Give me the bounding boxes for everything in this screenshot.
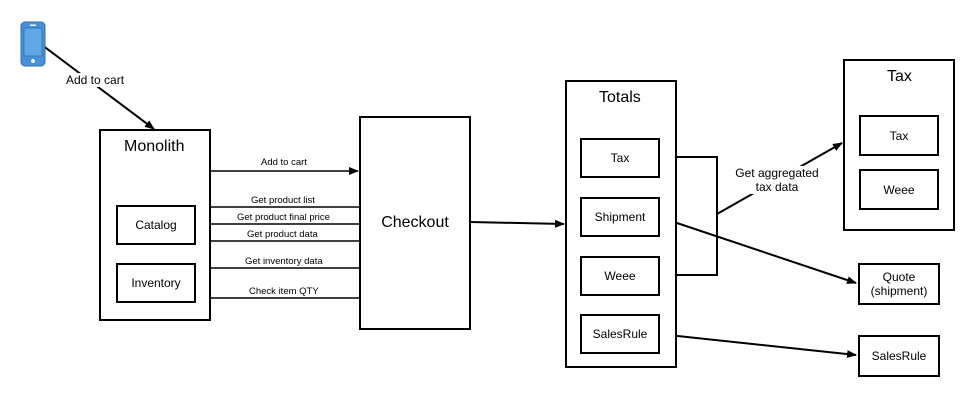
tax-tax-box: Tax <box>859 115 939 156</box>
totals-tax-box: Tax <box>580 138 660 178</box>
inventory-label: Inventory <box>131 276 181 290</box>
checkout-label: Checkout <box>381 214 449 231</box>
checkout-box: Checkout <box>359 116 471 330</box>
edge-label-get-product-list: Get product list <box>250 195 316 206</box>
tax-weee-label: Weee <box>883 182 915 197</box>
totals-salesrule-box: SalesRule <box>580 314 660 354</box>
quote-label-line1: Quote <box>882 270 916 284</box>
tax-group-title: Tax <box>887 68 912 85</box>
edge-label-aggregated-line1: Get aggregated <box>735 166 819 180</box>
edge-label-get-inventory-data: Get inventory data <box>244 256 324 267</box>
edge-tax-bracket <box>659 156 718 276</box>
monolith-title: Monolith <box>124 138 185 155</box>
edge-label-aggregated-line2: tax data <box>755 180 799 194</box>
totals-tax-label: Tax <box>610 151 630 165</box>
totals-salesrule-label: SalesRule <box>592 327 648 341</box>
edge-shipment-to-quote <box>658 216 857 284</box>
edge-label-get-product-data: Get product data <box>246 229 319 240</box>
edge-salesrule-to-salesrule <box>658 333 857 359</box>
edge-label-check-item-qty: Check item QTY <box>248 286 320 297</box>
edge-phone-to-monolith <box>41 44 155 130</box>
edge-label-get-product-final-price: Get product final price <box>236 212 331 223</box>
quote-label-line2: (shipment) <box>870 284 928 298</box>
catalog-label: Catalog <box>135 218 177 232</box>
totals-shipment-label: Shipment <box>594 210 646 224</box>
tax-weee-box: Weee <box>859 169 939 210</box>
mobile-phone-icon <box>20 21 46 67</box>
edge-checkout-to-totals <box>469 219 565 228</box>
totals-weee-box: Weee <box>580 256 660 296</box>
totals-shipment-box: Shipment <box>580 197 660 237</box>
edge-label-aggregated-tax: Get aggregated tax data <box>732 166 822 194</box>
totals-weee-label: Weee <box>604 269 636 283</box>
edge-label-add-to-cart: Add to cart <box>260 157 308 168</box>
quote-shipment-box: Quote (shipment) <box>858 263 940 305</box>
tax-tax-label: Tax <box>889 128 909 143</box>
salesrule-service-box: SalesRule <box>858 335 940 377</box>
totals-title: Totals <box>599 89 641 106</box>
catalog-box: Catalog <box>116 205 196 245</box>
inventory-box: Inventory <box>116 263 196 303</box>
salesrule-service-label: SalesRule <box>871 349 927 363</box>
edge-label-phone-add-to-cart: Add to cart <box>66 73 125 87</box>
